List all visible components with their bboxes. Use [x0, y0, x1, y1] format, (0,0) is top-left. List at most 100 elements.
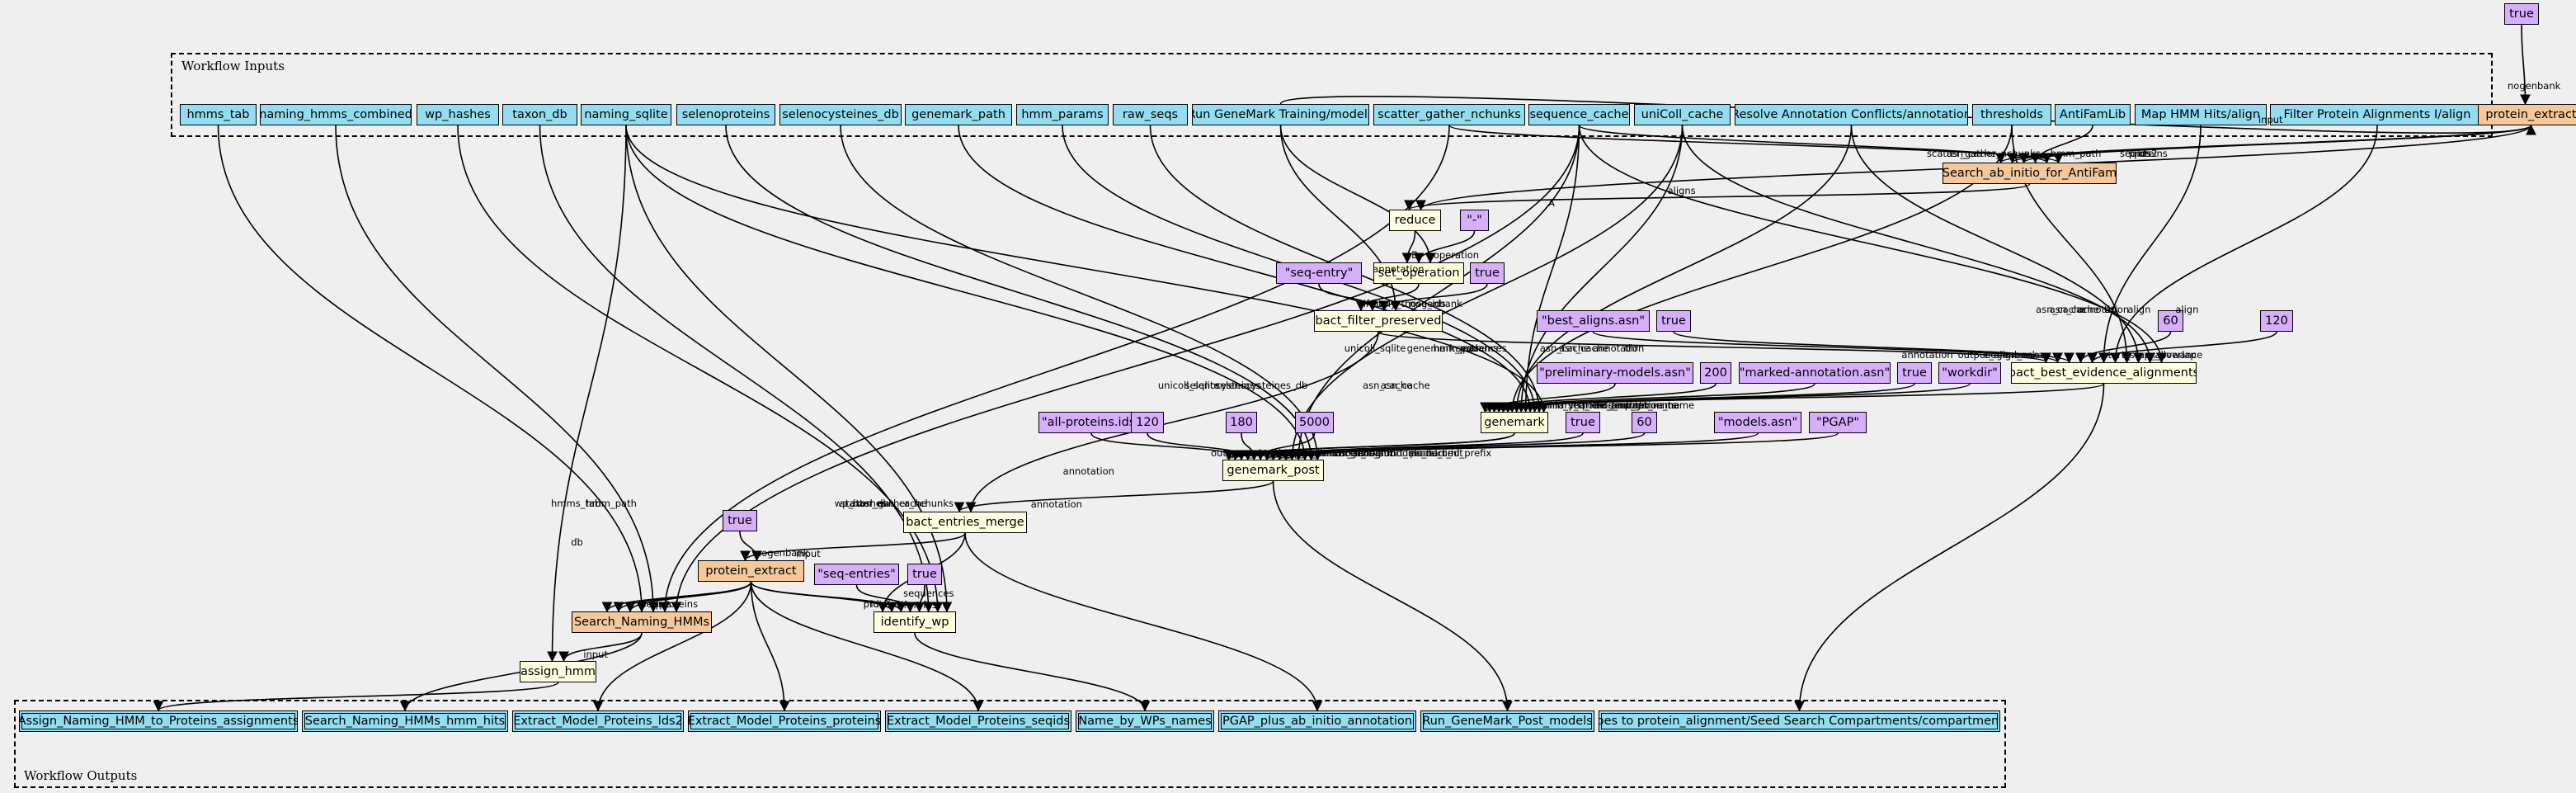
- reduce-node[interactable]: reduce: [1389, 210, 1441, 231]
- in-naming-hmms-combined-node[interactable]: naming_hmms_combined: [260, 104, 412, 125]
- edge-label: tmp_dir_name: [1612, 399, 1680, 411]
- edge-in-thresholds-to-bact-best-evidence: [2011, 125, 2132, 364]
- d-true-gm-node[interactable]: true: [1897, 362, 1932, 384]
- edge-label: sequences: [1456, 342, 1507, 354]
- edge-label: asn_cache: [2036, 303, 2086, 315]
- edge-identify-wp-to-out-wp-names: [914, 632, 1151, 712]
- in-run-genemark-training-node[interactable]: Run GeneMark Training/models: [1192, 104, 1369, 125]
- edge-label: start_stop_allowance: [2103, 348, 2203, 361]
- in-taxon-db-node[interactable]: taxon_db: [502, 104, 577, 125]
- edge-label: seqids: [2119, 148, 2150, 160]
- edge-label: asn_cache: [2049, 303, 2099, 315]
- out-proteins-node[interactable]: Extract_Model_Proteins_proteins: [688, 710, 881, 732]
- in-hmms-tab-node[interactable]: hmms_tab: [180, 104, 257, 125]
- in-sequence-cache-node[interactable]: sequence_cache: [1528, 104, 1630, 125]
- edge-in-unicoll-cache-to-genemark: [1515, 125, 1684, 413]
- d-120-gp-node[interactable]: 120: [1131, 412, 1164, 433]
- edge-label: sequences: [903, 588, 954, 600]
- d-true-bbea-node[interactable]: true: [1656, 310, 1691, 332]
- d-5000-node[interactable]: 5000: [1295, 412, 1334, 433]
- edge-in-scatter-gather-to-search-naming: [659, 125, 1450, 613]
- in-thresholds-node[interactable]: thresholds: [1972, 104, 2051, 125]
- edge-bact-entries-merge-to-out-pgap: [964, 532, 1323, 712]
- out-goes-node[interactable]: goes to protein_alignment/Seed Search Co…: [1599, 710, 2000, 732]
- d-true-top-node[interactable]: true: [2504, 3, 2539, 25]
- genemark-post-node[interactable]: genemark_post: [1222, 460, 1324, 481]
- edge-in-filter-prot-to-bact-best-evidence: [2110, 125, 2378, 364]
- out-rgpm-node[interactable]: Run_GeneMark_Post_models: [1420, 710, 1594, 732]
- in-raw-seqs-node[interactable]: raw_seqs: [1113, 104, 1188, 125]
- bact-best-evidence-node[interactable]: bact_best_evidence_alignments: [2011, 362, 2197, 384]
- d-true-pe-node[interactable]: true: [723, 510, 757, 531]
- edge-d-true-top-to-protein-extract-top: [2520, 24, 2531, 106]
- edge-label: asn_cache: [1539, 342, 1590, 354]
- out-wp-names-node[interactable]: Name_by_WPs_names: [1076, 710, 1214, 732]
- out-pgap-node[interactable]: PGAP_plus_ab_initio_annotation: [1218, 710, 1416, 732]
- d-60-bbea-node[interactable]: 60: [2158, 310, 2183, 332]
- edge-label: alignments: [1623, 399, 1677, 411]
- assign-hmm-node[interactable]: assign_hmm: [520, 661, 596, 682]
- edge-d-best-aligns-to-bact-best-evidence: [1592, 331, 2063, 364]
- edge-d-120-gp-to-genemark-post: [1147, 432, 1254, 461]
- out-seqids-node[interactable]: Extract_Model_Proteins_seqids: [885, 710, 1071, 732]
- d-prelim-node[interactable]: "preliminary-models.asn": [1537, 362, 1693, 384]
- edge-label: proteins: [863, 598, 902, 611]
- in-hmm-params-node[interactable]: hmm_params: [1016, 104, 1109, 125]
- search-ab-initio-node[interactable]: Search_ab_initio_for_AntiFam: [1943, 163, 2117, 184]
- edge-bact-filter-preserved-to-bact-entries-merge: [965, 331, 1379, 513]
- d-60-gp-node[interactable]: 60: [1632, 412, 1657, 433]
- edge-label: short_model_limit: [1254, 446, 1339, 459]
- edge-label: asn_cache: [877, 498, 927, 510]
- edge-label: fast: [922, 598, 941, 611]
- search-naming-node[interactable]: Search_Naming_HMMs: [572, 611, 712, 633]
- d-200-node[interactable]: 200: [1700, 362, 1731, 384]
- in-wp-hashes-node[interactable]: wp_hashes: [417, 104, 499, 125]
- d-marked-node[interactable]: "marked-annotation.asn": [1739, 362, 1891, 384]
- in-antifamlib-node[interactable]: AntiFamLib: [2055, 104, 2131, 125]
- d-pgap-node[interactable]: "PGAP": [1809, 412, 1867, 433]
- edge-d-180-to-genemark-post: [1241, 432, 1260, 461]
- d-120-bbea-node[interactable]: 120: [2260, 310, 2293, 332]
- edge-label: marked_annotation_name: [1571, 399, 1695, 411]
- d-all-proteins-node[interactable]: "all-proteins.ids": [1038, 412, 1144, 433]
- edge-in-sequence-cache-to-genemark: [1520, 125, 1580, 413]
- genemark-node[interactable]: genemark: [1481, 412, 1548, 433]
- edge-label: genemark_annot: [1298, 446, 1380, 459]
- edge-label: hmm_path: [586, 498, 637, 510]
- d-workdir-node[interactable]: "workdir": [1938, 362, 2001, 384]
- protein-extract-mid-node[interactable]: protein_extract: [698, 560, 804, 582]
- in-filter-prot-node[interactable]: Filter Protein Alignments I/align: [2270, 104, 2484, 125]
- edge-label: max_overlap: [1227, 446, 1289, 459]
- in-resolve-annot-node[interactable]: Resolve Annotation Conflicts/annotation: [1735, 104, 1968, 125]
- identify-wp-node[interactable]: identify_wp: [874, 611, 956, 633]
- bact-entries-merge-node[interactable]: bact_entries_merge: [903, 512, 1027, 533]
- d-180-node[interactable]: 180: [1226, 412, 1257, 433]
- edge-set-operation-to-bact-filter-preserved: [1355, 283, 1420, 312]
- out-search-hits-node[interactable]: Search_Naming_HMMs_hmm_hits: [302, 710, 508, 732]
- edge-in-resolve-annot-to-bact-best-evidence: [1850, 125, 2144, 364]
- bact-filter-preserved-node[interactable]: bact_filter_preserved: [1314, 310, 1443, 332]
- in-unicoll-cache-node[interactable]: uniColl_cache: [1634, 104, 1731, 125]
- d-true-gp-node[interactable]: true: [1566, 412, 1600, 433]
- in-selenoproteins-node[interactable]: selenoproteins: [676, 104, 775, 125]
- d-seq-entries-node[interactable]: "seq-entries": [814, 564, 899, 585]
- edge-label: input: [2258, 114, 2283, 126]
- protein-extract-top-node[interactable]: protein_extract: [2478, 104, 2576, 125]
- d-minus-node[interactable]: "-": [1460, 210, 1489, 231]
- set-operation-node[interactable]: set_operation: [1373, 262, 1464, 284]
- in-scatter-gather-node[interactable]: scatter_gather_nchunks: [1373, 104, 1525, 125]
- d-models-node[interactable]: "models.asn": [1714, 412, 1801, 433]
- d-true-bfp-node[interactable]: true: [1470, 262, 1505, 284]
- out-lds2-node[interactable]: Extract_Model_Proteins_lds2: [512, 710, 684, 732]
- d-seq-entry-node[interactable]: "seq-entry": [1276, 262, 1362, 284]
- in-map-hmm-node[interactable]: Map HMM Hits/align: [2135, 104, 2267, 125]
- edge-label: thr: [1624, 342, 1639, 354]
- d-true-iw-node[interactable]: true: [907, 564, 942, 585]
- edge-label: product_id_prefix: [1410, 446, 1492, 459]
- in-selenocysteines-db-node[interactable]: selenocysteines_db: [779, 104, 902, 125]
- in-naming-sqlite-node[interactable]: naming_sqlite: [581, 104, 671, 125]
- in-genemark-path-node[interactable]: genemark_path: [905, 104, 1012, 125]
- out-assign-node[interactable]: Assign_Naming_HMM_to_Proteins_assignment…: [19, 710, 298, 732]
- d-best-aligns-node[interactable]: "best_aligns.asn": [1537, 310, 1650, 332]
